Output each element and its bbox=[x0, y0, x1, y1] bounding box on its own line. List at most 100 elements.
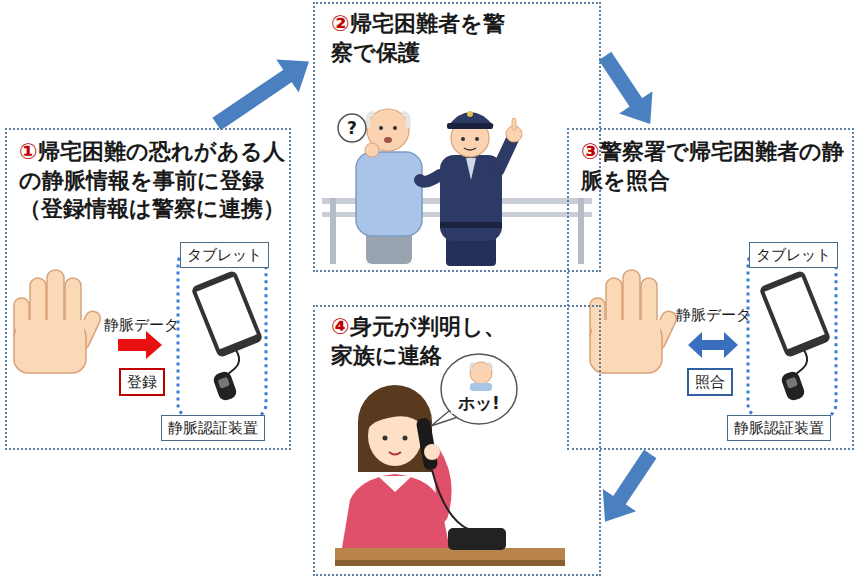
tag-text: タブレット bbox=[187, 246, 262, 264]
woman bbox=[378, 476, 412, 492]
step-number: ① bbox=[19, 139, 38, 164]
police-officer bbox=[420, 175, 440, 182]
device-area bbox=[191, 270, 264, 358]
old-man bbox=[368, 114, 374, 128]
step-heading: ①帰宅困難の恐れがある人の静脈情報を事前に登録（登録情報は警察に連携） bbox=[19, 138, 285, 224]
police-officer bbox=[461, 137, 465, 141]
speech-bubble: ホッ! bbox=[439, 352, 519, 427]
tag-text: 照合 bbox=[695, 373, 725, 391]
woman bbox=[424, 444, 440, 460]
old-man bbox=[402, 114, 408, 128]
step-text: 帰宅困難者を警察で保護 bbox=[331, 11, 505, 65]
step-heading: ②帰宅困難者を警察で保護 bbox=[331, 10, 511, 67]
device-area bbox=[191, 270, 264, 358]
arrow-head bbox=[276, 59, 309, 92]
old-man bbox=[338, 109, 422, 264]
arrow-head bbox=[619, 91, 652, 124]
desk-phone bbox=[335, 470, 565, 566]
police-officer bbox=[475, 137, 479, 141]
register-label: 登録 bbox=[119, 368, 165, 396]
woman bbox=[340, 385, 452, 560]
fence bbox=[578, 198, 584, 264]
tablet-label: タブレット bbox=[180, 242, 269, 268]
tablet-label: タブレット bbox=[749, 242, 838, 268]
desk-phone bbox=[432, 470, 470, 530]
device-area bbox=[212, 370, 238, 402]
match-label: 照合 bbox=[687, 368, 733, 396]
face-icon bbox=[470, 362, 492, 384]
police-officer bbox=[420, 111, 522, 266]
data-arrow bbox=[118, 331, 162, 359]
device-area bbox=[780, 370, 806, 402]
flow-arrow bbox=[603, 454, 650, 522]
step-box: ③警察署で帰宅困難者の静脈を照合タブレット照合静脈認証装置 bbox=[567, 128, 854, 450]
hand-figure bbox=[14, 270, 103, 373]
step-box: ④身元が判明し、家族に連絡ホッ! bbox=[313, 305, 601, 576]
bubble-outline bbox=[439, 352, 519, 427]
police-officer bbox=[440, 222, 502, 228]
flow-arrow bbox=[217, 59, 309, 124]
data-label: 静脈データ bbox=[676, 306, 751, 325]
step-text: 帰宅困難の恐れがある人の静脈情報を事前に登録（登録情報は警察に連携） bbox=[19, 139, 285, 221]
step-text: 警察署で帰宅困難者の静脈を照合 bbox=[581, 139, 844, 193]
woman bbox=[389, 452, 401, 455]
flow-arrow bbox=[605, 56, 652, 124]
device-area bbox=[759, 270, 832, 358]
match-arrow bbox=[688, 332, 738, 358]
old-man bbox=[365, 143, 379, 157]
police-officer bbox=[467, 111, 473, 117]
woman bbox=[403, 436, 408, 441]
step-number: ② bbox=[331, 11, 350, 36]
police-officer bbox=[447, 123, 493, 129]
bubble-outline bbox=[441, 354, 517, 424]
police-officer bbox=[512, 118, 516, 130]
hand-figure bbox=[590, 270, 679, 373]
face-icon bbox=[470, 383, 492, 391]
old-man bbox=[384, 137, 392, 143]
desk-phone bbox=[335, 560, 565, 566]
device-area bbox=[748, 250, 836, 418]
flow-arrow bbox=[217, 75, 289, 124]
tag-text: タブレット bbox=[756, 246, 831, 264]
step-box: ①帰宅困難の恐れがある人の静脈情報を事前に登録（登録情報は警察に連携） タブレット… bbox=[5, 128, 291, 450]
step-number: ③ bbox=[581, 139, 600, 164]
step-heading: ③警察署で帰宅困難者の静脈を照合 bbox=[581, 138, 847, 195]
woman bbox=[383, 436, 388, 441]
data-label: 静脈データ bbox=[104, 316, 179, 335]
tag-text: 静脈認証装置 bbox=[168, 419, 258, 437]
police-officer bbox=[466, 158, 476, 180]
device-area bbox=[759, 270, 832, 358]
old-man bbox=[379, 126, 383, 130]
device-area bbox=[178, 250, 266, 418]
police-officer bbox=[498, 140, 512, 170]
device-area bbox=[748, 250, 836, 418]
device-area bbox=[212, 370, 238, 402]
police-officer bbox=[464, 148, 476, 150]
step-number: ④ bbox=[331, 314, 350, 339]
bubble-text: ホッ! bbox=[439, 392, 519, 415]
desk-phone bbox=[335, 548, 565, 562]
old-man bbox=[393, 126, 397, 130]
old-man bbox=[356, 152, 422, 236]
hand-figure bbox=[14, 270, 103, 373]
old-man bbox=[362, 160, 372, 177]
device-label: 静脈認証装置 bbox=[161, 415, 265, 441]
flow-arrow bbox=[618, 454, 650, 502]
question-mark: ? bbox=[338, 116, 366, 140]
device-label: 静脈認証装置 bbox=[727, 415, 831, 441]
device-area bbox=[780, 370, 806, 402]
arrow-head bbox=[603, 489, 636, 522]
tag-text: 登録 bbox=[127, 373, 157, 391]
old-man bbox=[338, 114, 366, 142]
device-area bbox=[178, 250, 266, 418]
data-arrow bbox=[118, 331, 162, 359]
hand-figure bbox=[590, 270, 679, 373]
desk-phone bbox=[448, 528, 506, 550]
fence bbox=[330, 198, 336, 264]
face-icon bbox=[471, 364, 491, 370]
match-arrow bbox=[688, 332, 738, 358]
woman bbox=[368, 398, 424, 428]
flow-arrow bbox=[605, 56, 637, 104]
